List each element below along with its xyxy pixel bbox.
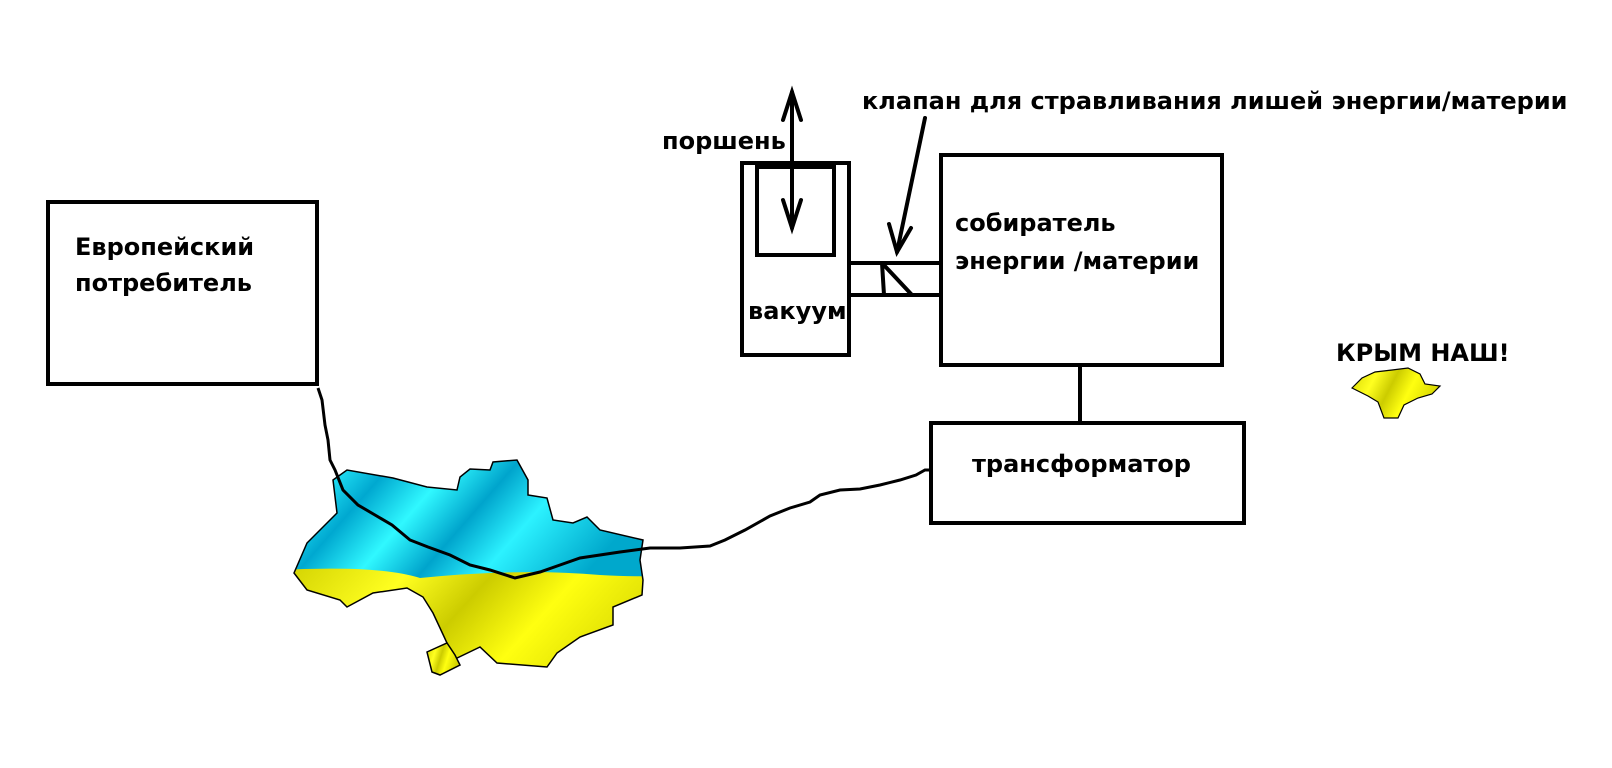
transformer-label: трансформатор: [972, 450, 1191, 478]
ukraine-map: [294, 460, 643, 675]
crimea-shape: [1350, 367, 1442, 419]
piston-arrow-icon: [781, 85, 803, 235]
power-line: [316, 387, 932, 580]
ukraine-outline: [293, 459, 644, 668]
vacuum-label: вакуум: [748, 297, 847, 325]
valve-flap: [880, 261, 914, 297]
european-consumer-label-1: Европейский: [75, 233, 255, 261]
piston-label: поршень: [662, 127, 786, 155]
european-consumer-box: [46, 200, 319, 386]
vacuum-cylinder: [740, 161, 851, 357]
piston: [755, 165, 836, 257]
european-consumer-label-2: потребитель: [75, 269, 252, 297]
collector-label-1: собиратель: [955, 209, 1116, 237]
collector-label-2: энергии /материи: [955, 247, 1200, 275]
valve-label: клапан для стравливания лишей энергии/ма…: [862, 87, 1568, 115]
transformer-box: [929, 421, 1246, 525]
crimea-on-map: [426, 642, 462, 676]
valve-pointer-arrow-icon: [887, 116, 927, 258]
crimea-label: КРЫМ НАШ!: [1336, 339, 1510, 367]
